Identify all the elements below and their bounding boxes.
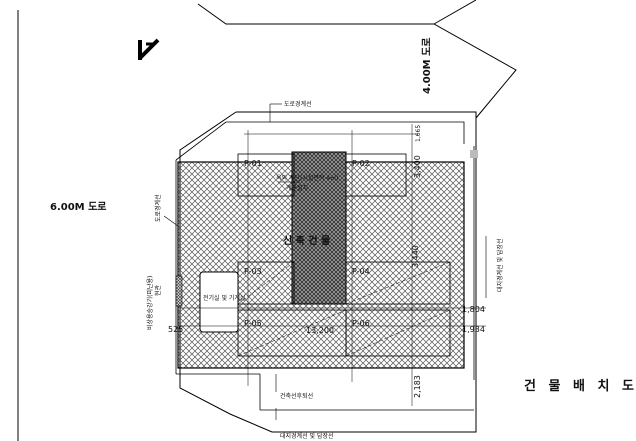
dim-right-1: 1,804 — [462, 305, 485, 314]
road-label-left: 6.00M 도로 — [50, 201, 107, 213]
callout-road-boundary-left: 도로경계선 — [154, 194, 162, 222]
dim-bottom-vertical: 2,183 — [413, 375, 422, 398]
parking-label-p06: P-06 — [352, 319, 370, 328]
dim-upper-vertical: 3,400 — [413, 155, 422, 178]
parking-label-p02: P-02 — [352, 159, 370, 168]
building-label: 신 축 건 물 — [283, 234, 330, 247]
callout-site-boundary-right: 대지경계선 및 담장선 — [496, 239, 504, 293]
parking-label-p03: P-03 — [244, 267, 262, 276]
callout-entrance: 현관 — [154, 284, 162, 296]
parking-label-p05: P-05 — [244, 319, 262, 328]
drawing-title: 건 물 배 치 도 — [524, 378, 636, 394]
road-outline-top-right — [197, 3, 517, 119]
parking-stall — [345, 309, 451, 357]
callout-stair-note-2: 계단설치 — [286, 184, 308, 192]
stair-core — [291, 151, 347, 305]
parking-label-p01: P-01 — [244, 159, 262, 168]
dim-top-offset: 1,665 — [415, 125, 422, 142]
callout-setback-bottom: 건축선후퇴선 — [280, 392, 313, 400]
callout-room-label: 전기실 및 기계실 — [203, 294, 245, 302]
dim-mid-vertical: 3,440 — [411, 245, 420, 268]
dim-left-edge: 525 — [168, 325, 183, 334]
parking-stall — [345, 261, 451, 305]
callout-road-boundary-top: 도로경계선 — [284, 100, 312, 108]
callout-fire-facility: 비상용승강기(피난용) — [146, 276, 154, 330]
parking-label-p04: P-04 — [352, 267, 370, 276]
north-arrow-icon — [138, 38, 160, 60]
parking-stall — [345, 153, 407, 197]
callout-site-boundary-bottom: 대지경계선 및 담장선 — [280, 432, 334, 440]
callout-stair-note-1: 옥외 계단(시설면적 4㎡) — [276, 174, 338, 182]
mechanical-room — [199, 271, 239, 333]
dim-right-2: 1,934 — [462, 325, 485, 334]
road-label-top-right: 4.00M 도로 — [421, 37, 433, 94]
parking-stall — [237, 153, 295, 197]
dim-bottom-span: 13,200 — [306, 326, 334, 335]
